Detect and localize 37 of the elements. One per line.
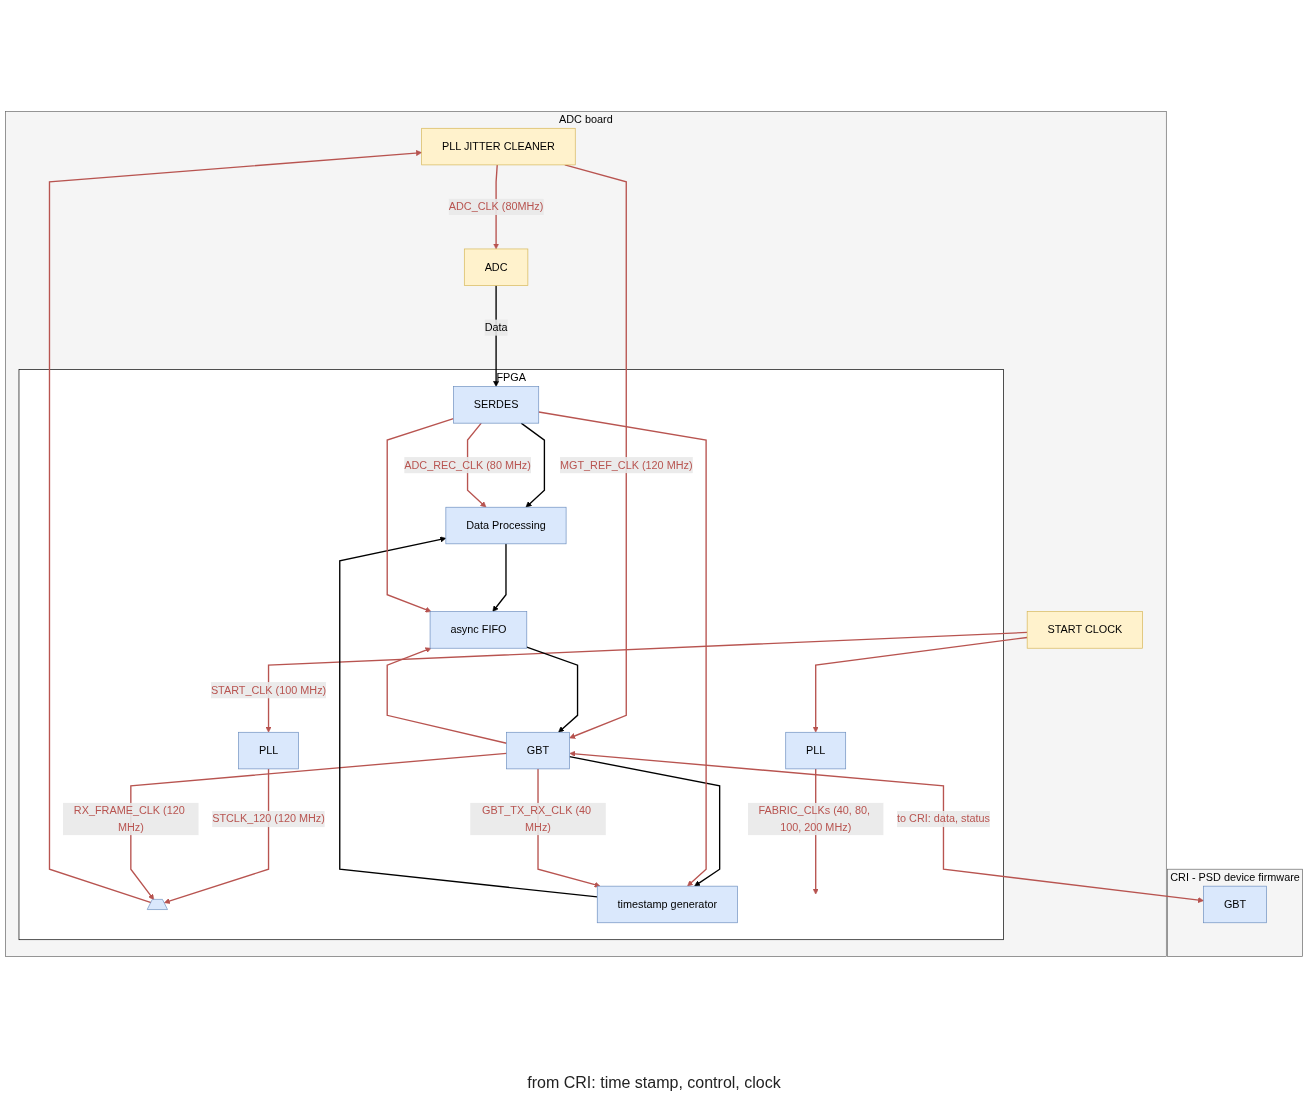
edge-label: ADC_REC_CLK (80 MHz)	[404, 459, 531, 471]
arrow	[812, 636, 1028, 733]
node-box: PLL	[785, 731, 847, 770]
edge-label: FABRIC_CLKs (40, 80, 100, 200 MHz)	[758, 804, 870, 833]
node-box: async FIFO	[429, 611, 528, 649]
edge-label: MGT_REF_CLK (120 MHz)	[559, 459, 693, 471]
arrow	[569, 750, 1204, 903]
arrow	[386, 647, 508, 744]
node-box: PLL JITTER CLEANER	[421, 127, 576, 166]
arrow	[339, 536, 598, 898]
note-label: from CRI: time stamp, control, clock	[527, 1074, 781, 1092]
edge-label: GBT_TX_RX_CLK (40 MHz)	[481, 804, 592, 833]
node-box: GBT	[506, 731, 570, 770]
arrow	[526, 646, 579, 733]
node-trapezoid	[146, 899, 168, 910]
edge-label: START_CLK (100 MHz)	[210, 684, 327, 696]
arrow	[130, 752, 508, 900]
edge-label: RX_FRAME_CLK (120 MHz)	[73, 804, 185, 833]
node-box: GBT	[1203, 885, 1267, 924]
arrow	[48, 150, 422, 904]
node-box: ADC	[463, 248, 529, 286]
arrow	[386, 418, 455, 613]
edge-label: to CRI: data, status	[897, 812, 990, 825]
node-box: SERDES	[453, 386, 540, 424]
node-box: Data Processing	[445, 506, 567, 545]
arrow	[164, 768, 270, 904]
edge-label: Data	[484, 321, 508, 334]
node-box: PLL	[238, 731, 299, 770]
arrow	[265, 631, 1028, 733]
node-box: START CLOCK	[1026, 611, 1143, 649]
edge-label: STCLK_120 (120 MHz)	[212, 812, 325, 825]
edge-label: ADC_CLK (80MHz)	[448, 200, 544, 213]
arrow	[492, 543, 507, 612]
arrow	[520, 422, 546, 508]
node-box: timestamp generator	[596, 885, 738, 924]
arrow	[493, 284, 500, 387]
arrow	[568, 756, 721, 887]
